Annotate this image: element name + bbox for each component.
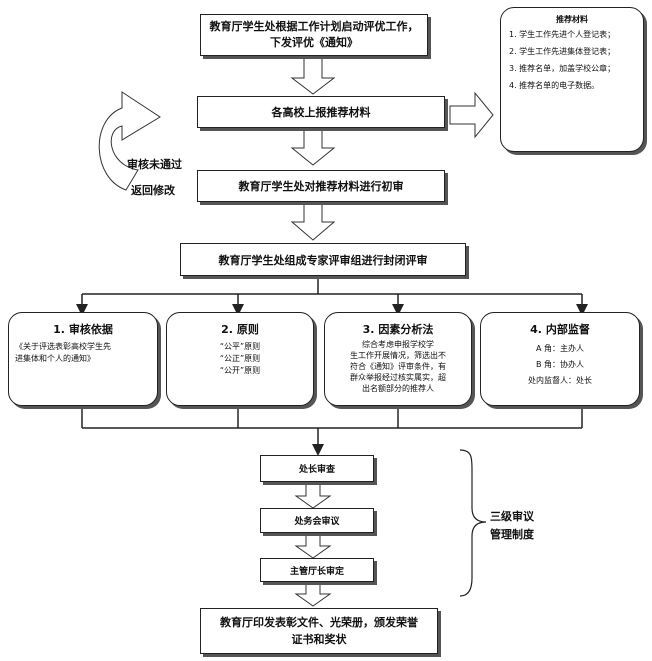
final-issue-line1: 教育厅印发表彰文件、光荣册，颁发荣誉 — [220, 616, 418, 629]
director-review-box: 处长审查 — [260, 455, 374, 482]
column-line: 处内监督人：处长 — [528, 376, 592, 385]
column-title: 4. 内部监督 — [530, 323, 590, 336]
criteria-column: 1. 审核依据 《关于评选表彰高校学生先 进集体和个人的通知》 — [8, 312, 158, 406]
three-level-line1: 三级审议 — [490, 510, 534, 523]
submit-materials-box: 各高校上报推荐材料 — [197, 96, 445, 128]
start-evaluation-line1: 教育厅学生处根据工作计划启动评优工作， — [209, 20, 419, 33]
right-arrow-materials — [449, 91, 494, 139]
factor-analysis-column: 3. 因素分析法 综合考虑申报学校学 生工作开展情况，筛选出不 符合《通知》评审… — [324, 312, 472, 406]
principles-column: 2. 原则 “公平”原则 “公正”原则 “公开”原则 — [166, 312, 314, 406]
column-title: 2. 原则 — [221, 323, 259, 336]
three-level-label: 三级审议 管理制度 — [490, 508, 534, 544]
office-meeting-box: 处务会审议 — [260, 508, 374, 533]
column-line: “公正”原则 — [219, 354, 261, 363]
down-arrow-6 — [294, 581, 332, 607]
down-arrow-1 — [290, 57, 336, 95]
down-arrow-4 — [294, 481, 332, 509]
materials-item: 2. 学生工作先进集体登记表； — [509, 47, 616, 56]
down-arrow-3 — [290, 202, 336, 241]
column-line: 符合《通知》评审条件，有 — [350, 362, 446, 371]
return-label: 返回修改 — [131, 184, 175, 197]
start-evaluation-box: 教育厅学生处根据工作计划启动评优工作， 下发评优《通知》 — [200, 14, 428, 56]
head-approval-box: 主管厅长审定 — [260, 558, 374, 582]
three-level-brace — [459, 449, 487, 597]
first-review-box: 教育厅学生处对推荐材料进行初审 — [197, 170, 445, 202]
expert-panel-text: 教育厅学生处组成专家评审组进行封闭评审 — [218, 253, 428, 267]
final-issue-box: 教育厅印发表彰文件、光荣册，颁发荣誉 证书和奖状 — [200, 608, 438, 654]
materials-item: 3. 推荐名单，加盖学校公章； — [509, 64, 616, 73]
final-issue-line2: 证书和奖状 — [291, 633, 347, 646]
start-evaluation-line2: 下发评优《通知》 — [270, 36, 358, 49]
column-line: 出名额部分的推荐人 — [362, 384, 434, 393]
materials-title: 推荐材料 — [556, 15, 588, 24]
materials-item: 4. 推荐名单的电子数据。 — [509, 81, 600, 90]
first-review-text: 教育厅学生处对推荐材料进行初审 — [238, 180, 404, 193]
column-title: 3. 因素分析法 — [362, 323, 434, 336]
materials-box: 推荐材料 1. 学生工作先进个人登记表； 2. 学生工作先进集体登记表； 3. … — [500, 7, 644, 152]
column-line: “公平”原则 — [219, 342, 261, 351]
reject-label: 审核未通过 — [127, 158, 182, 171]
column-line: 生工作开展情况，筛选出不 — [350, 351, 446, 360]
column-line: “公开”原则 — [219, 366, 261, 375]
column-line: 综合考虑申报学校学 — [362, 340, 434, 349]
submit-materials-text: 各高校上报推荐材料 — [271, 106, 371, 119]
director-review-text: 处长审查 — [298, 465, 335, 475]
materials-item: 1. 学生工作先进个人登记表； — [509, 30, 616, 39]
column-line: B 角：协办人 — [535, 360, 585, 369]
column-line: 《关于评选表彰高校学生先 — [15, 342, 111, 351]
supervision-column: 4. 内部监督 A 角：主办人 B 角：协办人 处内监督人：处长 — [480, 312, 640, 406]
three-level-line2: 管理制度 — [490, 528, 534, 541]
return-curve-arrow — [98, 91, 161, 191]
column-line: 群众举报经过核实属实，超 — [350, 373, 446, 382]
column-line: A 角：主办人 — [535, 344, 584, 353]
head-approval-text: 主管厅长审定 — [289, 566, 344, 577]
column-line: 进集体和个人的通知》 — [15, 354, 95, 363]
expert-panel-box: 教育厅学生处组成专家评审组进行封闭评审 — [180, 243, 466, 276]
down-arrow-2 — [290, 129, 336, 166]
down-arrow-5 — [294, 532, 332, 559]
office-meeting-text: 处务会审议 — [294, 517, 340, 527]
column-title: 1. 审核依据 — [53, 323, 113, 336]
